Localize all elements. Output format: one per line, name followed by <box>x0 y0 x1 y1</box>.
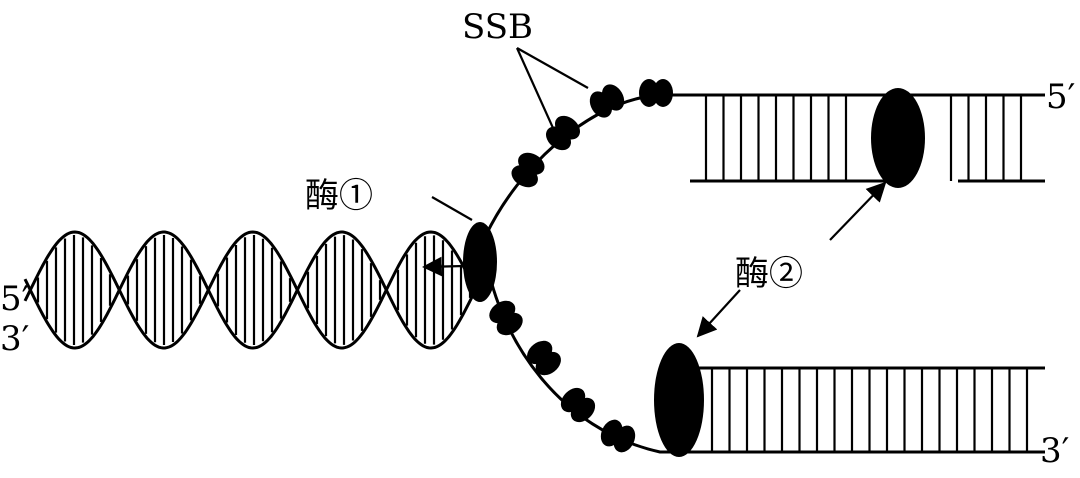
enzyme-2-lower-polymerase <box>654 343 704 457</box>
ssb-label: SSB <box>462 7 533 47</box>
ssb-protein <box>527 340 561 376</box>
ssb-protein <box>639 79 673 107</box>
upper-duplex-base-pairs <box>704 96 1023 181</box>
upper-right-5prime-label: 5′ <box>1046 77 1075 117</box>
left-3prime-label: 3′ <box>0 319 29 359</box>
upper-template-strand <box>484 94 673 236</box>
left-5prime-label: 5′ <box>0 279 29 319</box>
enzyme1-pointer <box>431 196 473 221</box>
enzyme2-arrow-lower <box>696 289 741 338</box>
lower-duplex-base-pairs <box>710 368 1029 452</box>
enzyme2-arrow-upper <box>829 181 887 241</box>
enzyme1-direction-arrow <box>422 256 465 277</box>
lower-right-duplex <box>690 366 1045 454</box>
upper-right-duplex <box>672 93 1045 183</box>
ssb-proteins <box>489 79 673 453</box>
enzyme-1-helicase <box>463 222 497 302</box>
helix-base-pairs <box>36 235 472 345</box>
enzyme1-label: 酶① <box>305 176 373 216</box>
ssb-protein <box>589 84 625 118</box>
ssb-protein <box>511 152 545 188</box>
ssb-protein <box>545 115 581 151</box>
lower-template-strand <box>484 257 690 454</box>
ssb-protein <box>560 387 596 423</box>
ssb-protein <box>600 419 636 453</box>
double-helix <box>23 230 479 350</box>
ssb-pointer-2 <box>516 47 589 89</box>
helix-strand-a <box>23 230 479 350</box>
ssb-protein <box>489 300 523 336</box>
lower-right-3prime-label: 3′ <box>1040 431 1069 471</box>
annotation-lines <box>422 47 887 338</box>
enzyme2-label: 酶② <box>735 254 803 294</box>
enzyme-2-upper-polymerase <box>871 88 925 188</box>
ssb-pointer-1 <box>515 47 555 129</box>
helix-strand-b <box>23 230 479 350</box>
